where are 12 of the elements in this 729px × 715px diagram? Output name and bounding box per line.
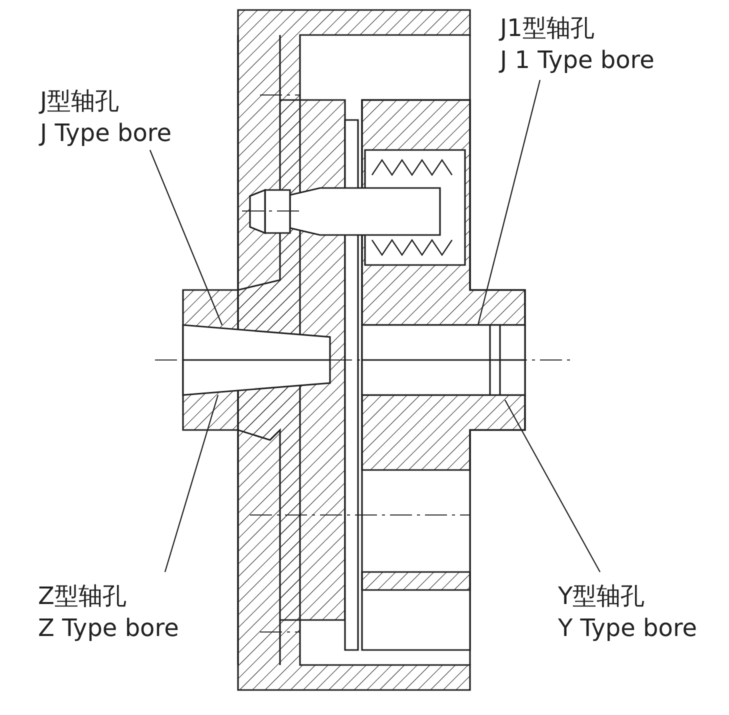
part-label: Y Type bore	[558, 613, 698, 644]
leader-line	[477, 80, 541, 326]
part-label: J 1 Type bore	[500, 45, 654, 76]
leader-line	[504, 400, 601, 572]
part-label: Z Type bore	[38, 613, 179, 644]
leader-line	[149, 150, 223, 326]
leader-line	[164, 394, 219, 572]
part-label: J1型轴孔	[500, 13, 594, 44]
part-label: Y型轴孔	[558, 581, 645, 612]
part-label: Z型轴孔	[38, 581, 126, 612]
part-label: J型轴孔	[40, 86, 120, 117]
part-label: J Type bore	[40, 118, 172, 149]
